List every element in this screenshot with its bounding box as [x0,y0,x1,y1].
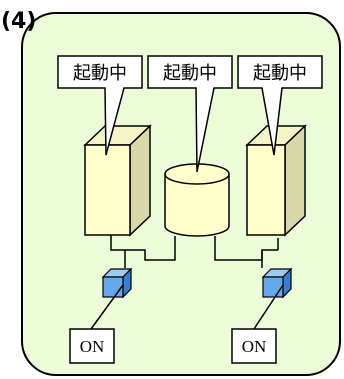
on-label-right-text: ON [242,337,267,356]
server-left-side [129,124,151,237]
server-right-front [246,144,286,236]
callout-middle: 起動中 [147,55,233,173]
server-left-front [84,144,131,236]
server-left [83,124,152,237]
storage-body [164,174,230,237]
callout-right-text: 起動中 [253,63,307,84]
switch-right-front [262,276,284,298]
on-label-right: ON [231,328,277,364]
figure-label: (4) [1,9,36,34]
callout-right-shape [237,55,323,156]
on-label-right-box [231,328,277,364]
server-right-side [284,124,306,237]
switch-right-to-on [253,284,284,330]
callout-left-shape [57,55,143,156]
callout-middle-text: 起動中 [163,63,217,84]
callout-right: 起動中 [237,55,323,156]
callout-left: 起動中 [57,55,143,156]
link-left-storage [125,236,176,261]
link-left-server-to-switch [110,235,126,268]
switch-left-front [102,276,124,298]
on-label-left: ON [69,328,115,364]
callout-left-text: 起動中 [73,63,127,84]
switch-right [253,267,293,330]
callout-middle-shape [147,55,233,173]
connection-lines [110,235,279,268]
switch-left [90,267,133,330]
switch-left-to-on [90,284,124,330]
on-label-left-box [69,328,115,364]
storage-cylinder [164,163,230,237]
on-label-left-text: ON [80,337,105,356]
